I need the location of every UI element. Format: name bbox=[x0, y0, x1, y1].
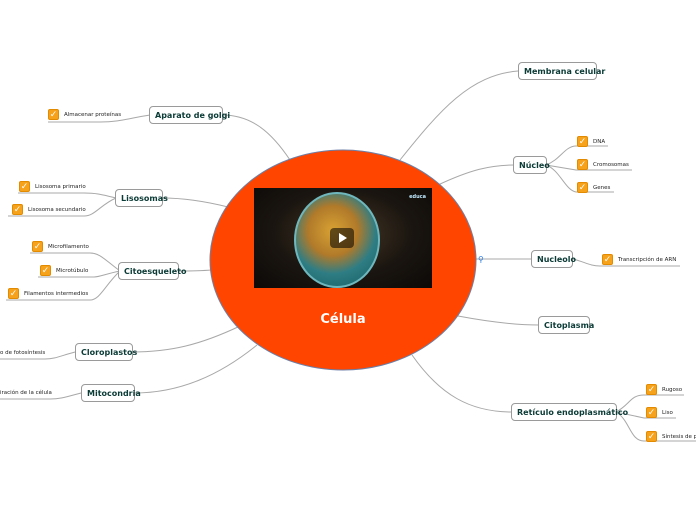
checkbox-checked-icon[interactable]: ✓ bbox=[8, 288, 19, 299]
leaf-almacenar-proteinas[interactable]: ✓ Almacenar proteínas bbox=[48, 109, 122, 120]
checkbox-checked-icon[interactable]: ✓ bbox=[48, 109, 59, 120]
branch-mitocondria[interactable]: Mitocondria bbox=[81, 384, 141, 402]
video-thumbnail[interactable]: educa bbox=[254, 188, 432, 288]
branch-cloroplastos[interactable]: Cloroplastos bbox=[75, 343, 137, 361]
checkbox-checked-icon[interactable]: ✓ bbox=[646, 384, 657, 395]
leaf-fotosintesis[interactable]: o de fotosíntesis bbox=[0, 350, 46, 356]
checkbox-checked-icon[interactable]: ✓ bbox=[577, 159, 588, 170]
branch-citoplasma[interactable]: Citoplasma bbox=[538, 316, 594, 334]
attachment-icon[interactable]: ⚲ bbox=[478, 255, 484, 264]
checkbox-checked-icon[interactable]: ✓ bbox=[646, 431, 657, 442]
leaf-liso[interactable]: ✓ Liso bbox=[646, 407, 673, 418]
center-node-title[interactable]: Célula bbox=[320, 312, 366, 327]
checkbox-checked-icon[interactable]: ✓ bbox=[40, 265, 51, 276]
branch-membrana-celular[interactable]: Membrana celular bbox=[518, 62, 605, 80]
branch-nucleo[interactable]: Núcleo bbox=[513, 156, 550, 174]
branch-nucleolo[interactable]: Nucleolo bbox=[531, 250, 576, 268]
branch-lisosomas[interactable]: Lisosomas bbox=[115, 189, 168, 207]
branch-aparato-de-golgi[interactable]: Aparato de golgi bbox=[149, 106, 230, 124]
leaf-respiracion[interactable]: iración de la célula bbox=[0, 390, 52, 396]
video-logo: educa bbox=[409, 194, 426, 200]
checkbox-checked-icon[interactable]: ✓ bbox=[32, 241, 43, 252]
leaf-microfilamento[interactable]: ✓ Microfilamento bbox=[32, 241, 89, 252]
checkbox-checked-icon[interactable]: ✓ bbox=[577, 182, 588, 193]
play-button-icon[interactable] bbox=[330, 228, 354, 248]
leaf-microtubulo[interactable]: ✓ Microtúbulo bbox=[40, 265, 89, 276]
branch-citoesqueleto[interactable]: Citoesqueleto bbox=[118, 262, 186, 280]
leaf-genes[interactable]: ✓ Genes bbox=[577, 182, 611, 193]
leaf-filamentos-intermedios[interactable]: ✓ Filamentos intermedios bbox=[8, 288, 89, 299]
checkbox-checked-icon[interactable]: ✓ bbox=[12, 204, 23, 215]
checkbox-checked-icon[interactable]: ✓ bbox=[602, 254, 613, 265]
checkbox-checked-icon[interactable]: ✓ bbox=[19, 181, 30, 192]
leaf-cromosomas[interactable]: ✓ Cromosomas bbox=[577, 159, 629, 170]
leaf-dna[interactable]: ✓ DNA bbox=[577, 136, 606, 147]
checkbox-checked-icon[interactable]: ✓ bbox=[646, 407, 657, 418]
branch-reticulo-endoplasmatico[interactable]: Retículo endoplasmático bbox=[511, 403, 628, 421]
leaf-lisosoma-secundario[interactable]: ✓ Lisosoma secundario bbox=[12, 204, 86, 215]
checkbox-checked-icon[interactable]: ✓ bbox=[577, 136, 588, 147]
leaf-lisosoma-primario[interactable]: ✓ Lisosoma primario bbox=[19, 181, 86, 192]
leaf-rugoso[interactable]: ✓ Rugoso bbox=[646, 384, 683, 395]
leaf-transcripcion-arn[interactable]: ✓ Transcripción de ARN bbox=[602, 254, 677, 265]
leaf-sintesis[interactable]: ✓ Síntesis de p bbox=[646, 431, 696, 442]
